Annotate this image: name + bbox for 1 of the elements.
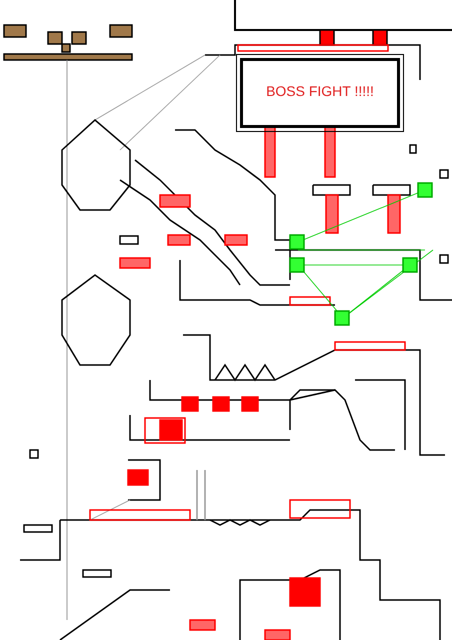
room-label: BOSS FIGHT !!!!! — [265, 83, 375, 99]
